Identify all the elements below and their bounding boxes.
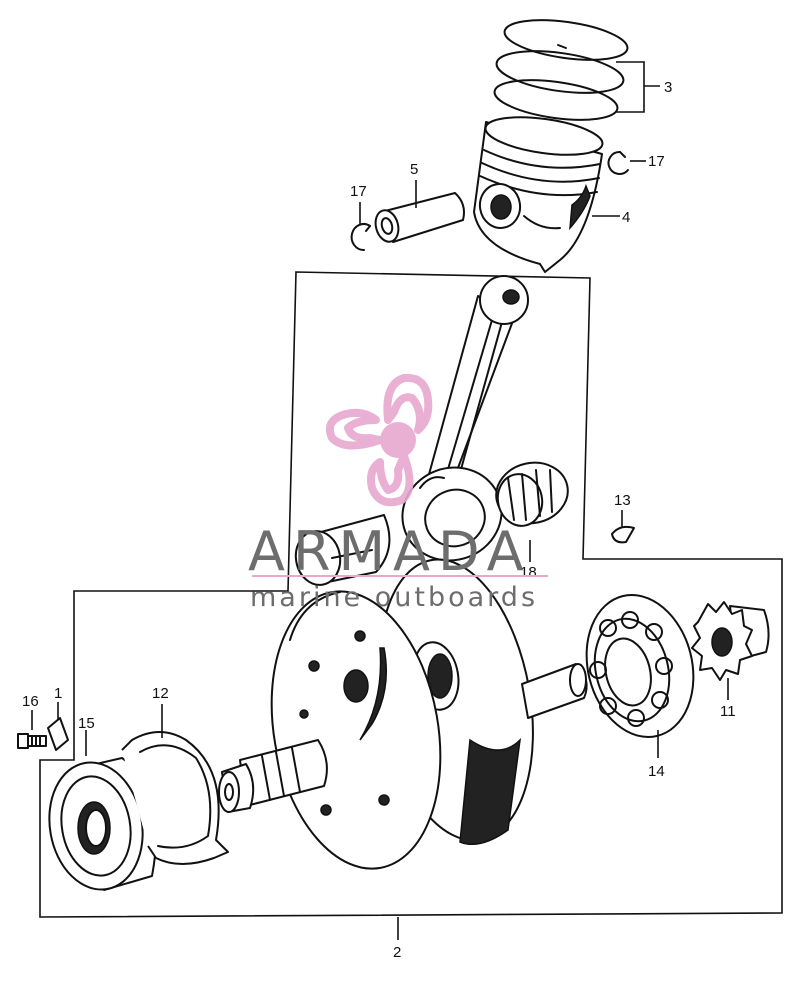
crankshaft [218,558,588,870]
armada-logo-icon [325,373,433,507]
piston [473,116,604,273]
piston-rings [493,19,629,121]
ball-bearing-right [585,594,695,738]
callout-2: 2 [393,944,401,961]
callout-12: 12 [152,685,169,702]
connecting-rod [401,275,529,562]
callout-16: 16 [22,693,39,710]
callout-17-left: 17 [350,183,367,200]
watermark: ARMADA marine outboards [248,373,548,613]
callout-15: 15 [78,715,95,732]
lock-washer [47,717,69,751]
timing-sprocket [691,601,770,681]
piston-pin-clip-left [350,223,371,252]
callout-5: 5 [410,161,418,178]
piston-pin-clip-right [607,150,629,175]
connecting-rod-group-frame [39,271,783,918]
callout-3: 3 [664,79,672,96]
callout-13: 13 [614,492,631,509]
callout-4: 4 [622,209,630,226]
woodruff-key [611,525,635,544]
crank-pin [294,514,391,586]
callout-leader-lines [31,61,729,940]
callout-1: 1 [54,685,62,702]
watermark-brand: ARMADA [248,520,532,583]
callout-17-right: 17 [648,153,665,170]
thrust-plate [121,731,229,865]
callout-11: 11 [720,703,736,720]
piston-pin [374,192,465,243]
needle-bearing [495,461,569,527]
watermark-tagline: marine outboards [250,582,538,613]
callout-14: 14 [648,763,665,780]
bolt [17,733,47,749]
callouts: 3 17 4 5 17 13 18 11 14 12 15 1 16 2 [22,79,736,961]
